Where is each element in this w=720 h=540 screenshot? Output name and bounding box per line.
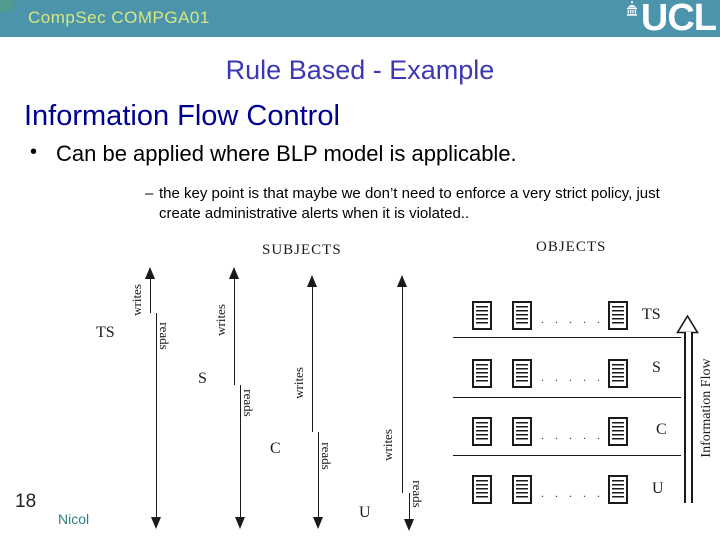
- bullet-marker: •: [30, 141, 38, 163]
- c-reads-label: reads: [319, 442, 334, 470]
- c-reads-arrowhead: [313, 517, 323, 529]
- document-lines: [476, 422, 488, 441]
- sub-bullet-text: the key point is that maybe we don’t nee…: [159, 185, 660, 222]
- u-reads-arrowhead: [404, 519, 414, 531]
- author-name: Nicol: [58, 511, 90, 527]
- document-icon: [608, 301, 628, 330]
- ts-writes-label: writes: [129, 284, 144, 316]
- corner-decoration: [0, 0, 13, 12]
- ellipsis-dots: . . . . . . .: [541, 428, 632, 442]
- document-lines: [516, 480, 528, 499]
- u-reads-line: [409, 493, 410, 519]
- document-lines: [476, 364, 488, 383]
- s-reads-arrowhead: [235, 517, 245, 529]
- ellipsis-dots: . . . . . . .: [541, 486, 632, 500]
- document-icon: [512, 417, 532, 446]
- ts-reads-line: [156, 313, 157, 517]
- document-icon: [608, 475, 628, 504]
- c-writes-label: writes: [291, 367, 306, 399]
- document-icon: [512, 475, 532, 504]
- information-flow-label: Information Flow: [699, 358, 714, 458]
- document-lines: [612, 306, 624, 325]
- document-icon: [472, 301, 492, 330]
- ts-reads-label: reads: [157, 322, 172, 350]
- ts-writes-line: [150, 279, 151, 313]
- ucl-logo: UCL: [625, 0, 717, 39]
- u-writes-line: [402, 287, 403, 493]
- document-icon: [472, 359, 492, 388]
- information-flow-shaft: [684, 332, 693, 503]
- subject-level-s: S: [198, 370, 207, 387]
- subjects-title: SUBJECTS: [262, 242, 342, 258]
- slide-heading: Information Flow Control: [24, 100, 340, 132]
- ellipsis-dots: . . . . . . .: [541, 370, 632, 384]
- bullet-item: • Can be applied where BLP model is appl…: [30, 141, 517, 167]
- level-separator: [453, 455, 681, 456]
- header-bar: CompSec COMPGA01 UCL: [0, 0, 720, 37]
- object-level-s: S: [652, 359, 661, 376]
- document-lines: [516, 306, 528, 325]
- page-number: 18: [15, 491, 37, 512]
- document-lines: [516, 422, 528, 441]
- document-lines: [516, 364, 528, 383]
- ts-reads-arrowhead: [151, 517, 161, 529]
- ts-writes-arrowhead: [145, 267, 155, 279]
- bullet-text: Can be applied where BLP model is applic…: [56, 141, 517, 166]
- document-lines: [476, 306, 488, 325]
- course-label: CompSec COMPGA01: [28, 8, 210, 27]
- document-icon: [608, 359, 628, 388]
- subject-level-u: U: [359, 504, 371, 521]
- s-writes-line: [234, 279, 235, 385]
- c-writes-arrowhead: [307, 275, 317, 287]
- u-reads-label: reads: [410, 480, 425, 508]
- u-writes-arrowhead: [397, 275, 407, 287]
- objects-title: OBJECTS: [536, 239, 607, 255]
- document-icon: [512, 301, 532, 330]
- s-reads-label: reads: [241, 389, 256, 417]
- document-lines: [612, 364, 624, 383]
- ellipsis-dots: . . . . . . .: [541, 312, 632, 326]
- ucl-logo-text: UCL: [640, 0, 717, 39]
- sub-bullet-item: – the key point is that maybe we don’t n…: [145, 184, 673, 224]
- document-icon: [472, 417, 492, 446]
- object-level-u: U: [652, 480, 664, 497]
- s-writes-label: writes: [213, 304, 228, 336]
- document-icon: [512, 359, 532, 388]
- u-writes-label: writes: [380, 429, 395, 461]
- level-separator: [453, 397, 681, 398]
- document-lines: [612, 480, 624, 499]
- document-icon: [472, 475, 492, 504]
- subject-level-ts: TS: [96, 324, 115, 341]
- subject-level-c: C: [270, 440, 281, 457]
- document-icon: [608, 417, 628, 446]
- c-writes-line: [312, 287, 313, 432]
- document-lines: [476, 480, 488, 499]
- sub-bullet-dash: –: [145, 185, 154, 202]
- object-level-c: C: [656, 421, 667, 438]
- slide-title: Rule Based - Example: [225, 55, 495, 85]
- document-lines: [612, 422, 624, 441]
- ucl-building-icon: [625, 0, 639, 21]
- c-reads-line: [318, 432, 319, 517]
- s-writes-arrowhead: [229, 267, 239, 279]
- level-separator: [453, 337, 681, 338]
- object-level-ts: TS: [642, 306, 661, 323]
- s-reads-line: [240, 385, 241, 517]
